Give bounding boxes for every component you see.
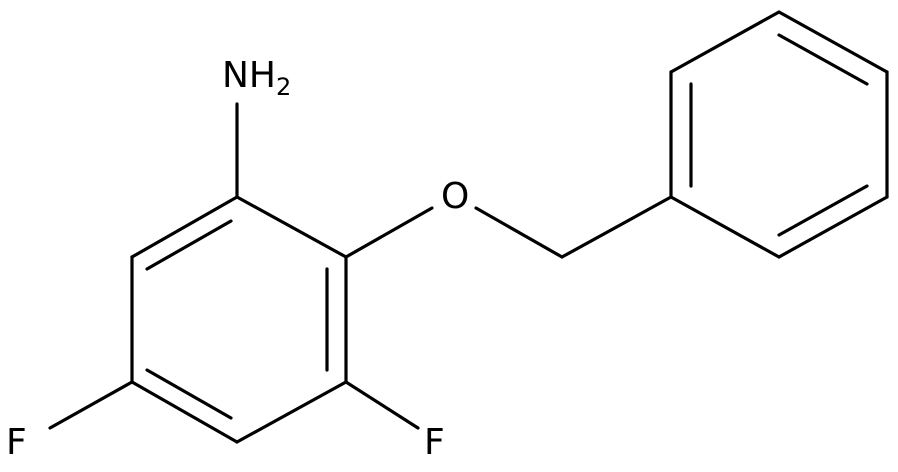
bond-ring1-c3-c4 [130,380,239,444]
amine-subscript: 2 [276,73,292,101]
amine-text: NH [222,55,276,96]
bond-ring2-b-c [669,10,781,74]
bond-c-o [344,206,434,259]
ether-oxygen-label: O [441,179,469,215]
fluorine-right-text: F [424,422,445,463]
fluorine-right-label: F [424,425,445,461]
bond-ring1-c6-c1 [235,195,348,259]
bond-o-ch2 [474,206,564,259]
bond-ring1-c1-c2 [130,195,239,259]
bond-ring2-c-d-inner [777,33,869,86]
bond-ring1-c4-c5 [235,380,348,444]
bond-c-f-left [48,380,134,430]
bond-c-f-right [344,380,420,430]
bond-ring2-e-f-inner [777,184,869,237]
bond-ring1-c3-c4-inner [145,368,233,420]
bond-ring2-c-d [777,10,889,74]
bond-ring1-c1-c2-inner [145,219,233,271]
bond-ch2-ph [560,195,673,259]
fluorine-left-label: F [6,425,27,461]
bond-ring2-e-f [777,195,889,259]
amine-label: NH2 [222,55,292,101]
ether-oxygen-text: O [441,176,470,217]
bond-ring2-f-a [669,195,781,259]
fluorine-left-text: F [6,422,27,463]
